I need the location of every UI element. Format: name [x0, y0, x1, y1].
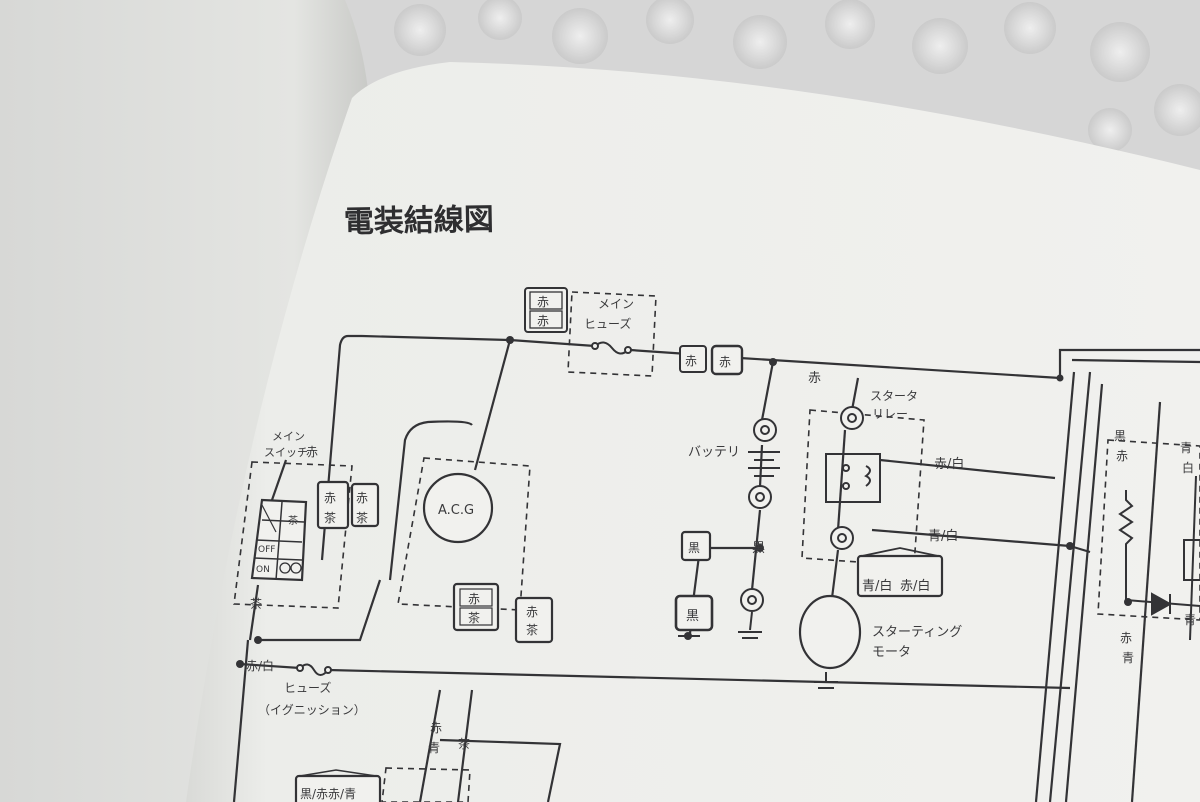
acg-label: A.C.G — [438, 503, 474, 518]
svg-text:青: 青 — [1180, 441, 1192, 455]
svg-text:赤: 赤 — [526, 605, 538, 619]
svg-text:青: 青 — [1122, 651, 1134, 665]
svg-text:赤: 赤 — [430, 721, 442, 735]
right-unit-parts — [1118, 475, 1200, 641]
svg-text:黒/赤赤/青: 黒/赤赤/青 — [300, 787, 356, 801]
fuse-conn-label-top: 赤 — [537, 295, 549, 309]
wire-label-blue-white: 青/白 — [928, 528, 958, 544]
battery-icon — [740, 418, 780, 612]
relay-label-1: スタータ — [870, 389, 918, 403]
svg-text:黒: 黒 — [686, 609, 699, 624]
starter-relay-box — [801, 409, 925, 567]
bottom-box — [381, 767, 471, 802]
svg-text:茶: 茶 — [468, 610, 480, 625]
inline-connector: 赤 赤 — [679, 344, 744, 376]
svg-text:赤/白: 赤/白 — [246, 658, 274, 673]
acg-box — [397, 457, 531, 611]
svg-text:茶: 茶 — [356, 510, 368, 525]
svg-text:赤: 赤 — [324, 491, 336, 505]
switch-connectors: 赤 茶 赤 茶 — [316, 480, 380, 530]
diagram-title: 電装結線図 — [344, 202, 495, 240]
switch-label-2: スイッチ — [264, 446, 308, 459]
wire-label-red-white: 赤/白 — [934, 456, 964, 472]
svg-text:赤: 赤 — [356, 491, 368, 505]
starter-motor-icon — [798, 594, 862, 670]
switch-on-label: ON — [256, 565, 270, 575]
svg-text:黒: 黒 — [688, 541, 700, 555]
dashed-boxes — [233, 291, 1200, 802]
svg-text:赤/白: 赤/白 — [900, 578, 930, 594]
svg-text:赤: 赤 — [1116, 449, 1128, 463]
svg-text:赤: 赤 — [1120, 631, 1132, 645]
svg-text:赤: 赤 — [719, 355, 731, 369]
bottom-connector: 黒/赤赤/青 — [294, 769, 382, 802]
svg-text:青/白: 青/白 — [862, 578, 892, 594]
svg-text:茶: 茶 — [324, 510, 336, 525]
svg-text:青: 青 — [428, 741, 440, 755]
switch-off-label: OFF — [258, 545, 275, 555]
battery-ground-label: 黒 — [752, 541, 765, 556]
svg-text:青: 青 — [1184, 613, 1196, 627]
main-switch: 茶 OFF ON — [250, 498, 308, 582]
main-switch-box — [233, 461, 353, 609]
svg-text:黒: 黒 — [1114, 429, 1126, 443]
svg-text:赤: 赤 — [685, 354, 697, 368]
ignition-fuse-icon — [296, 663, 332, 676]
bubble-wrap — [394, 0, 1200, 152]
svg-text:茶: 茶 — [250, 596, 262, 611]
switch-label-1: メイン — [272, 430, 305, 443]
svg-text:茶: 茶 — [526, 622, 538, 637]
ign-fuse-label-2: （イグニッション） — [258, 703, 366, 717]
acg-connectors: 赤 茶 赤 茶 — [452, 582, 554, 644]
svg-text:赤: 赤 — [468, 592, 480, 606]
main-fuse-label-1: メイン — [598, 297, 634, 311]
ign-fuse-label-1: ヒューズ — [284, 680, 331, 695]
motor-label-2: モータ — [872, 645, 911, 660]
motor-label-1: スターティング — [872, 625, 962, 640]
junctions — [236, 336, 1074, 668]
relay-connector: 青/白 赤/白 — [856, 547, 944, 598]
svg-text:赤: 赤 — [306, 445, 318, 459]
main-fuse-label-2: ヒューズ — [584, 316, 631, 331]
main-fuse-box — [567, 291, 657, 377]
main-fuse-icon — [591, 341, 632, 355]
svg-text:白: 白 — [1182, 460, 1194, 475]
battery-label: バッテリ — [688, 445, 740, 460]
black-connectors: 黒 黒 — [674, 530, 714, 632]
svg-text:茶: 茶 — [458, 736, 470, 751]
right-page — [186, 62, 1200, 802]
relay-label-2: リレー — [872, 407, 908, 421]
wire-label-red: 赤 — [808, 371, 821, 386]
svg-text:茶: 茶 — [288, 514, 298, 527]
acg-icon — [422, 472, 494, 544]
fuse-conn-label-bottom: 赤 — [537, 314, 549, 328]
fuse-connector: 赤 赤 — [524, 287, 568, 333]
